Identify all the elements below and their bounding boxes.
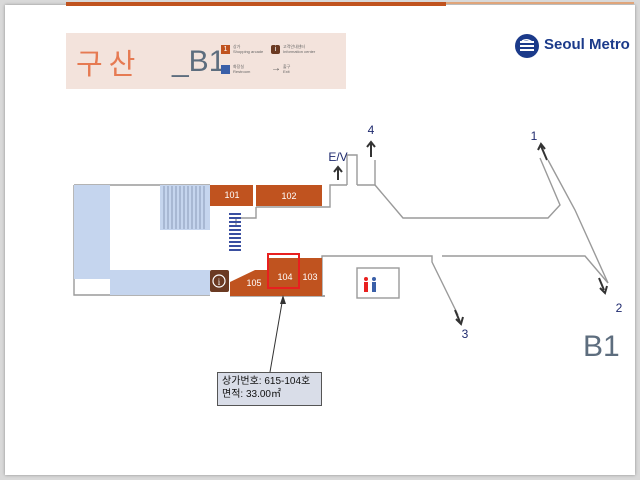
shop-101-label: 101 bbox=[224, 190, 239, 200]
seoul-metro-logo-icon bbox=[515, 34, 539, 58]
callout-leader bbox=[269, 296, 284, 373]
top-accent-bar bbox=[66, 2, 634, 6]
legend-shop-en: Shopping arcade bbox=[233, 49, 264, 54]
stairs-icon bbox=[163, 186, 205, 229]
floor-label: _B1 bbox=[172, 45, 226, 78]
information-center-icon bbox=[210, 270, 229, 292]
floor-indicator: B1 bbox=[583, 330, 620, 363]
legend-exit-ko: 출구 bbox=[283, 64, 291, 69]
elevator-label: E/V bbox=[328, 150, 347, 164]
station-name: 구산 bbox=[76, 47, 142, 81]
shop-102[interactable] bbox=[256, 185, 322, 206]
exit-1-label: 1 bbox=[531, 129, 538, 143]
station-header: 구산 _B1 1 상가 Shopping arcade i 고객안내센터 Inf… bbox=[66, 33, 346, 89]
exit-3-label: 3 bbox=[462, 327, 469, 341]
seoul-metro-logo: Seoul Metro bbox=[514, 33, 630, 58]
exit-arrow-icon: → bbox=[271, 63, 281, 74]
shop-104[interactable] bbox=[268, 258, 299, 296]
shop-info-callout: 상가번호: 615-104호 면적: 33.00㎡ bbox=[217, 372, 322, 406]
restroom-icon bbox=[221, 65, 230, 74]
exit-4-label: 4 bbox=[368, 123, 375, 137]
shop-103-label: 103 bbox=[302, 272, 317, 282]
seoul-metro-logo-text: Seoul Metro bbox=[544, 36, 630, 53]
shop-105[interactable] bbox=[230, 270, 268, 296]
shop-area-text: 면적: 33.00㎡ bbox=[222, 389, 281, 400]
highlight-box bbox=[267, 253, 300, 289]
shop-105-label: 105 bbox=[246, 278, 261, 288]
legend-restroom-ko: 화장실 bbox=[233, 64, 245, 69]
legend-info-ko: 고객안내센터 bbox=[283, 44, 306, 49]
svg-text:i: i bbox=[218, 277, 221, 287]
escalator-icon bbox=[229, 213, 241, 251]
legend-info-en: Information center bbox=[283, 49, 316, 54]
restroom-icon-map bbox=[362, 275, 380, 295]
information-icon: i bbox=[271, 45, 280, 54]
shop-number-icon: 1 bbox=[221, 45, 230, 54]
platform-area bbox=[110, 270, 210, 295]
shop-101[interactable] bbox=[210, 185, 253, 206]
exit-arrows bbox=[333, 140, 608, 326]
shop-103[interactable] bbox=[299, 258, 322, 296]
platform-area bbox=[74, 185, 110, 279]
shop-number-text: 상가번호: 615-104호 bbox=[222, 376, 311, 387]
legend-shop-ko: 상가 bbox=[233, 44, 241, 49]
legend-exit-en: Exit bbox=[283, 69, 290, 74]
exit-2-label: 2 bbox=[616, 301, 623, 315]
shop-104-label: 104 bbox=[277, 272, 292, 282]
shop-102-label: 102 bbox=[281, 191, 296, 201]
legend-restroom-en: Restroom bbox=[233, 69, 251, 74]
